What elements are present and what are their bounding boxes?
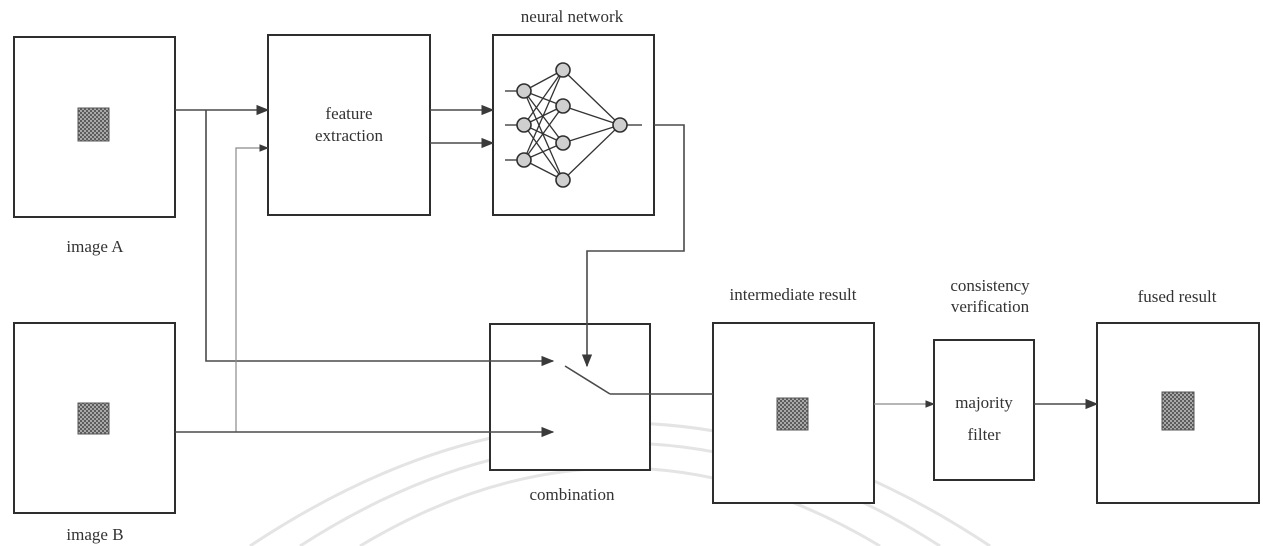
connectors bbox=[175, 104, 1099, 438]
neural-network-label: neural network bbox=[521, 7, 624, 26]
image-a-label: image A bbox=[66, 237, 124, 256]
neural-network-box bbox=[492, 34, 655, 216]
combination-label: combination bbox=[530, 485, 615, 504]
intermediate-patch-icon bbox=[776, 397, 809, 431]
fused-result-label: fused result bbox=[1138, 287, 1217, 306]
image-a-patch-icon bbox=[77, 107, 110, 142]
image-b-label: image B bbox=[66, 525, 123, 544]
neuron-node-icon bbox=[516, 83, 532, 99]
neuron-node-icon bbox=[555, 62, 571, 78]
neuron-node-icon bbox=[555, 172, 571, 188]
feature-extraction-label-2: extraction bbox=[315, 126, 383, 145]
image-b-box bbox=[13, 322, 176, 514]
intermediate-result-label: intermediate result bbox=[730, 285, 857, 304]
consistency-label-1: consistency bbox=[950, 276, 1030, 295]
majority-filter-label-2: filter bbox=[967, 425, 1000, 444]
feature-extraction-label-1: feature bbox=[325, 104, 372, 123]
network-nodes bbox=[516, 62, 628, 188]
neuron-node-icon bbox=[516, 117, 532, 133]
majority-filter-box bbox=[933, 339, 1035, 481]
fused-result-box bbox=[1096, 322, 1260, 504]
neuron-node-icon bbox=[516, 152, 532, 168]
neuron-node-icon bbox=[555, 135, 571, 151]
feature-extraction-box bbox=[267, 34, 431, 216]
consistency-label-2: verification bbox=[951, 297, 1030, 316]
combination-box bbox=[489, 323, 651, 471]
neuron-node-icon bbox=[612, 117, 628, 133]
image-b-patch-icon bbox=[77, 402, 110, 435]
image-a-box bbox=[13, 36, 176, 218]
fused-patch-icon bbox=[1161, 391, 1195, 431]
majority-filter-label-1: majority bbox=[955, 393, 1013, 412]
neuron-node-icon bbox=[555, 98, 571, 114]
intermediate-result-box bbox=[712, 322, 875, 504]
